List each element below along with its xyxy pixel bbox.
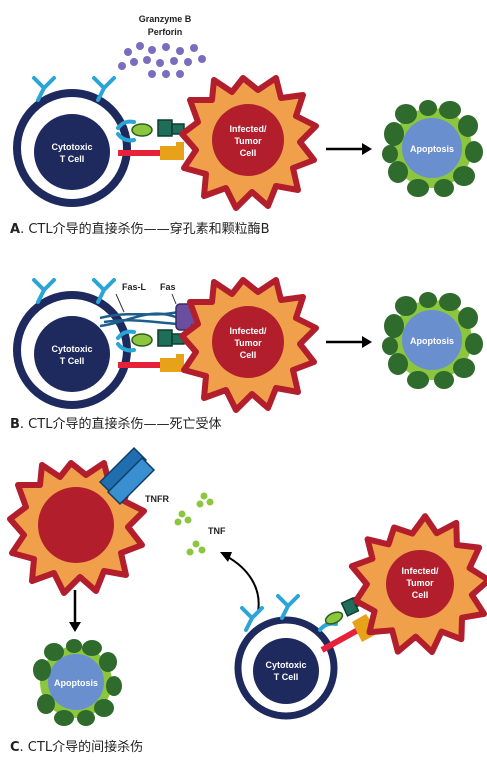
svg-text:Cell: Cell <box>412 590 429 600</box>
svg-text:Cytotoxic: Cytotoxic <box>51 344 92 354</box>
svg-text:Infected/: Infected/ <box>229 124 267 134</box>
panel-a: Granzyme B Perforin Cytotoxic T Cell <box>13 14 483 208</box>
tumor-cell-a: Infected/ Tumor Cell <box>182 78 316 208</box>
caption-b: B. CTL介导的直接杀伤——死亡受体 <box>10 417 222 432</box>
tnfr-label: TNFR <box>145 494 169 504</box>
receptor-icon <box>240 606 264 632</box>
svg-text:Infected/: Infected/ <box>229 326 267 336</box>
receptor-icon <box>276 594 300 620</box>
fasl-label: Fas-L <box>122 282 147 292</box>
receptor-icon <box>32 278 56 304</box>
apoptotic-cell-b: Apoptosis <box>382 292 483 389</box>
caption-a: A. CTL介导的直接杀伤——穿孔素和颗粒酶B <box>10 222 270 237</box>
receptor-icon <box>92 278 116 304</box>
immune-synapse-a <box>118 119 185 160</box>
panel-b: Fas-L Fas Cytotoxic T Cell <box>13 278 483 410</box>
fasl-fas-binding <box>99 293 179 328</box>
svg-text:Cytotoxic: Cytotoxic <box>265 660 306 670</box>
svg-text:Apoptosis: Apoptosis <box>410 144 454 154</box>
svg-text:T Cell: T Cell <box>274 672 299 682</box>
ctl-cell-a: Cytotoxic T Cell <box>13 76 136 207</box>
svg-text:T Cell: T Cell <box>60 356 85 366</box>
tnf-label: TNF <box>208 526 226 536</box>
svg-text:Apoptosis: Apoptosis <box>54 678 98 688</box>
caption-c: C. CTL介导的间接杀伤 <box>10 740 144 755</box>
svg-text:Tumor: Tumor <box>406 578 434 588</box>
tnf-release-arrow <box>220 552 260 613</box>
svg-text:Cell: Cell <box>240 350 257 360</box>
arrow-to-apoptosis-a <box>326 143 372 155</box>
panel-c: TNFR TNF <box>10 446 487 726</box>
svg-text:Cell: Cell <box>240 148 257 158</box>
tnf-molecules <box>174 492 214 556</box>
tumor-cell-c-right-label: Infected/ Tumor Cell <box>401 566 439 600</box>
apoptotic-cell-c: Apoptosis <box>33 639 122 726</box>
immune-synapse-b <box>118 329 185 372</box>
svg-text:T Cell: T Cell <box>60 154 85 164</box>
svg-text:Cytotoxic: Cytotoxic <box>51 142 92 152</box>
svg-text:Tumor: Tumor <box>234 136 262 146</box>
granzyme-label: Granzyme B <box>139 14 192 24</box>
tumor-cell-c-right <box>337 502 487 670</box>
svg-text:Infected/: Infected/ <box>401 566 439 576</box>
tnfr-receptor <box>98 446 156 506</box>
arrow-down-c <box>69 590 81 632</box>
receptor-icon <box>92 76 116 102</box>
tumor-cell-c-left <box>10 463 144 593</box>
granzyme-perforin-granules <box>118 42 206 78</box>
svg-text:Apoptosis: Apoptosis <box>410 336 454 346</box>
perforin-label: Perforin <box>148 27 183 37</box>
receptor-icon <box>32 76 56 102</box>
fas-label: Fas <box>160 282 176 292</box>
apoptotic-cell-a: Apoptosis <box>382 100 483 197</box>
svg-text:Tumor: Tumor <box>234 338 262 348</box>
tumor-cell-b: Infected/ Tumor Cell <box>182 280 316 410</box>
ctl-cell-c: Cytotoxic T Cell <box>234 594 338 720</box>
ctl-cell-b: Cytotoxic T Cell <box>13 278 136 409</box>
arrow-to-apoptosis-b <box>326 336 372 348</box>
